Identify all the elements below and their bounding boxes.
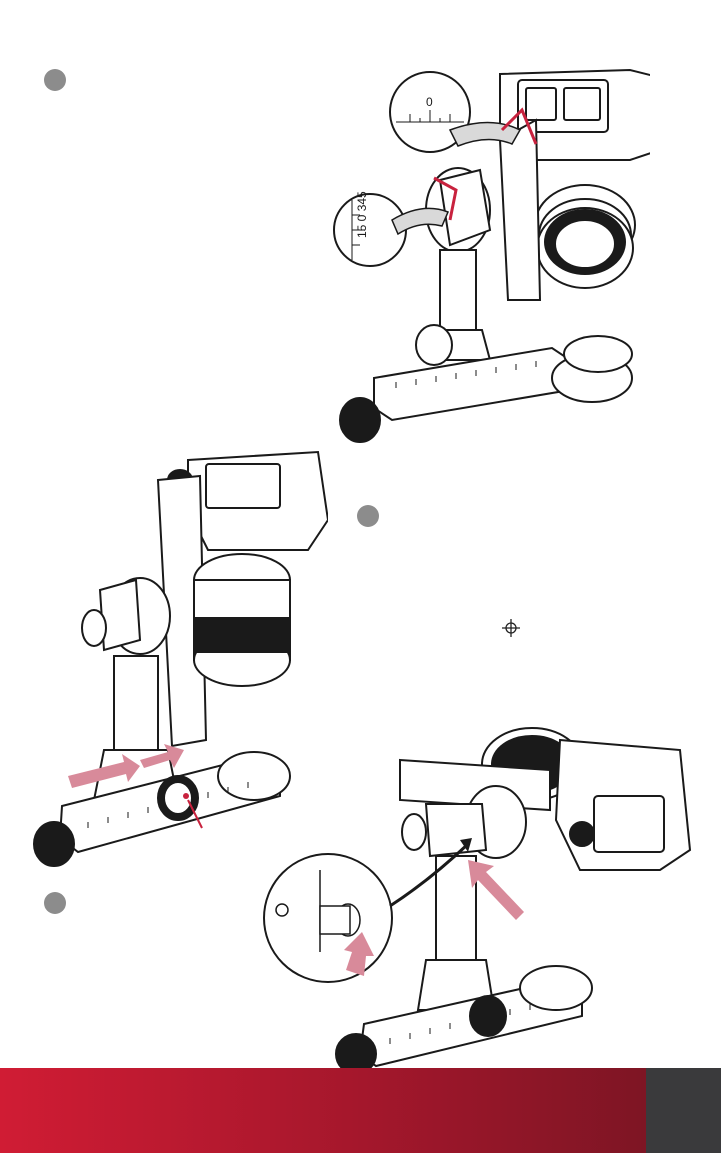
footer-gradient (0, 1068, 646, 1153)
illustration-camera-head-top: 0 15 0 345 (330, 60, 650, 460)
step-bullet-2 (357, 505, 379, 527)
scale-label-bottom: 15 0 345 (355, 191, 369, 238)
footer-page-tab (646, 1068, 721, 1153)
crosshair-icon (502, 619, 520, 637)
footer-band (0, 1068, 721, 1153)
step-bullet-3 (44, 892, 66, 914)
illustration-camera-head-bottom (260, 720, 700, 1070)
step-bullet-1 (44, 69, 66, 91)
scale-label-top: 0 (426, 95, 433, 109)
